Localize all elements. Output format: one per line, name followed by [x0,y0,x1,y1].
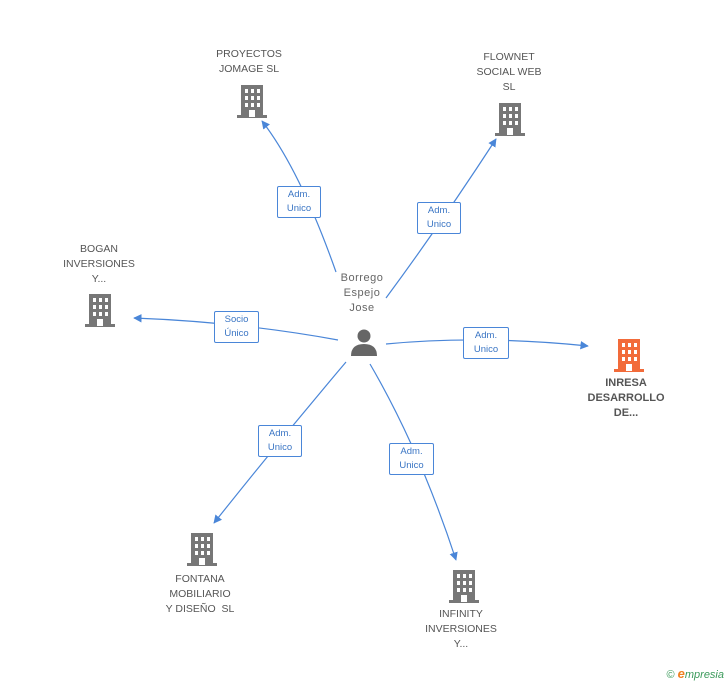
building-icon[interactable] [236,84,268,118]
edge-label-bogan[interactable]: Socio Único [214,311,259,343]
brand-initial: e [677,666,685,681]
edge-proyectos [261,120,337,273]
node-label-proyectos[interactable]: PROYECTOS JOMAGE SL [216,48,282,75]
empresia-watermark[interactable]: ©empresia [667,666,724,681]
building-icon[interactable] [448,569,480,603]
person-icon[interactable] [349,327,379,357]
edge-label-infinity[interactable]: Adm. Unico [389,443,434,475]
edge-label-proyectos[interactable]: Adm. Unico [277,186,321,218]
edge-label-inresa[interactable]: Adm. Unico [463,327,509,359]
edge-label-fontana[interactable]: Adm. Unico [258,425,302,457]
node-label-inresa[interactable]: INRESA DESARROLLO DE... [587,377,665,419]
building-icon[interactable] [186,532,218,566]
node-label-fontana[interactable]: FONTANA MOBILIARIO Y DISEÑO SL [165,573,235,615]
edge-label-flownet[interactable]: Adm. Unico [417,202,461,234]
copyright-symbol: © [666,669,675,681]
building-icon[interactable] [84,293,116,327]
center-person-name[interactable]: Borrego Espejo Jose [340,272,384,314]
node-label-flownet[interactable]: FLOWNET SOCIAL WEB SL [476,51,542,93]
node-label-infinity[interactable]: INFINITY INVERSIONES Y... [425,608,497,650]
building-icon[interactable] [613,338,645,372]
brand-name: mpresia [684,669,724,681]
node-label-bogan[interactable]: BOGAN INVERSIONES Y... [63,243,135,285]
building-icon[interactable] [494,102,526,136]
